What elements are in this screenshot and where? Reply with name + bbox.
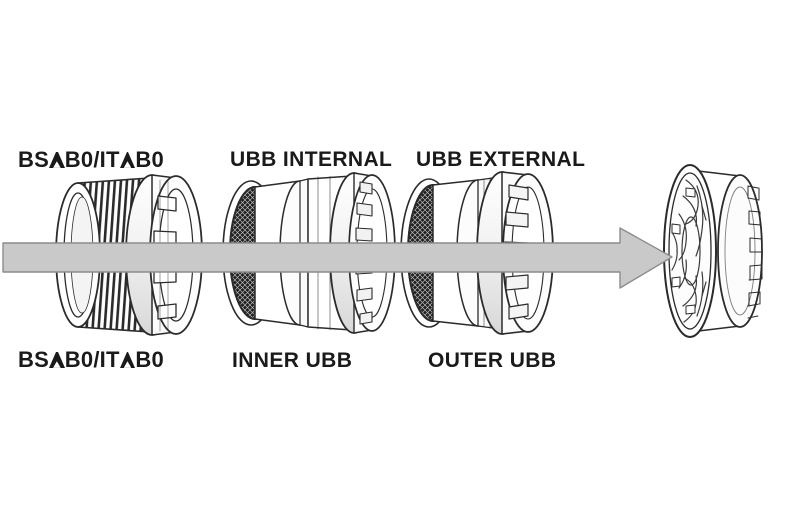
assembly-direction-arrow	[2, 227, 673, 289]
label-bottom-outer-ubb: OUTER UBB	[428, 349, 557, 372]
label-top-ubb-internal: UBB INTERNAL	[230, 148, 393, 171]
component-splined-bearing-shell	[663, 164, 763, 338]
stylized-a-glyph	[119, 351, 136, 369]
stylized-a-glyph	[119, 151, 136, 169]
label-bottom-inner-ubb: INNER UBB	[232, 349, 353, 372]
stylized-a-glyph	[49, 351, 65, 369]
label-top-ubb-external: UBB EXTERNAL	[416, 148, 586, 171]
stylized-a-glyph	[49, 151, 65, 169]
